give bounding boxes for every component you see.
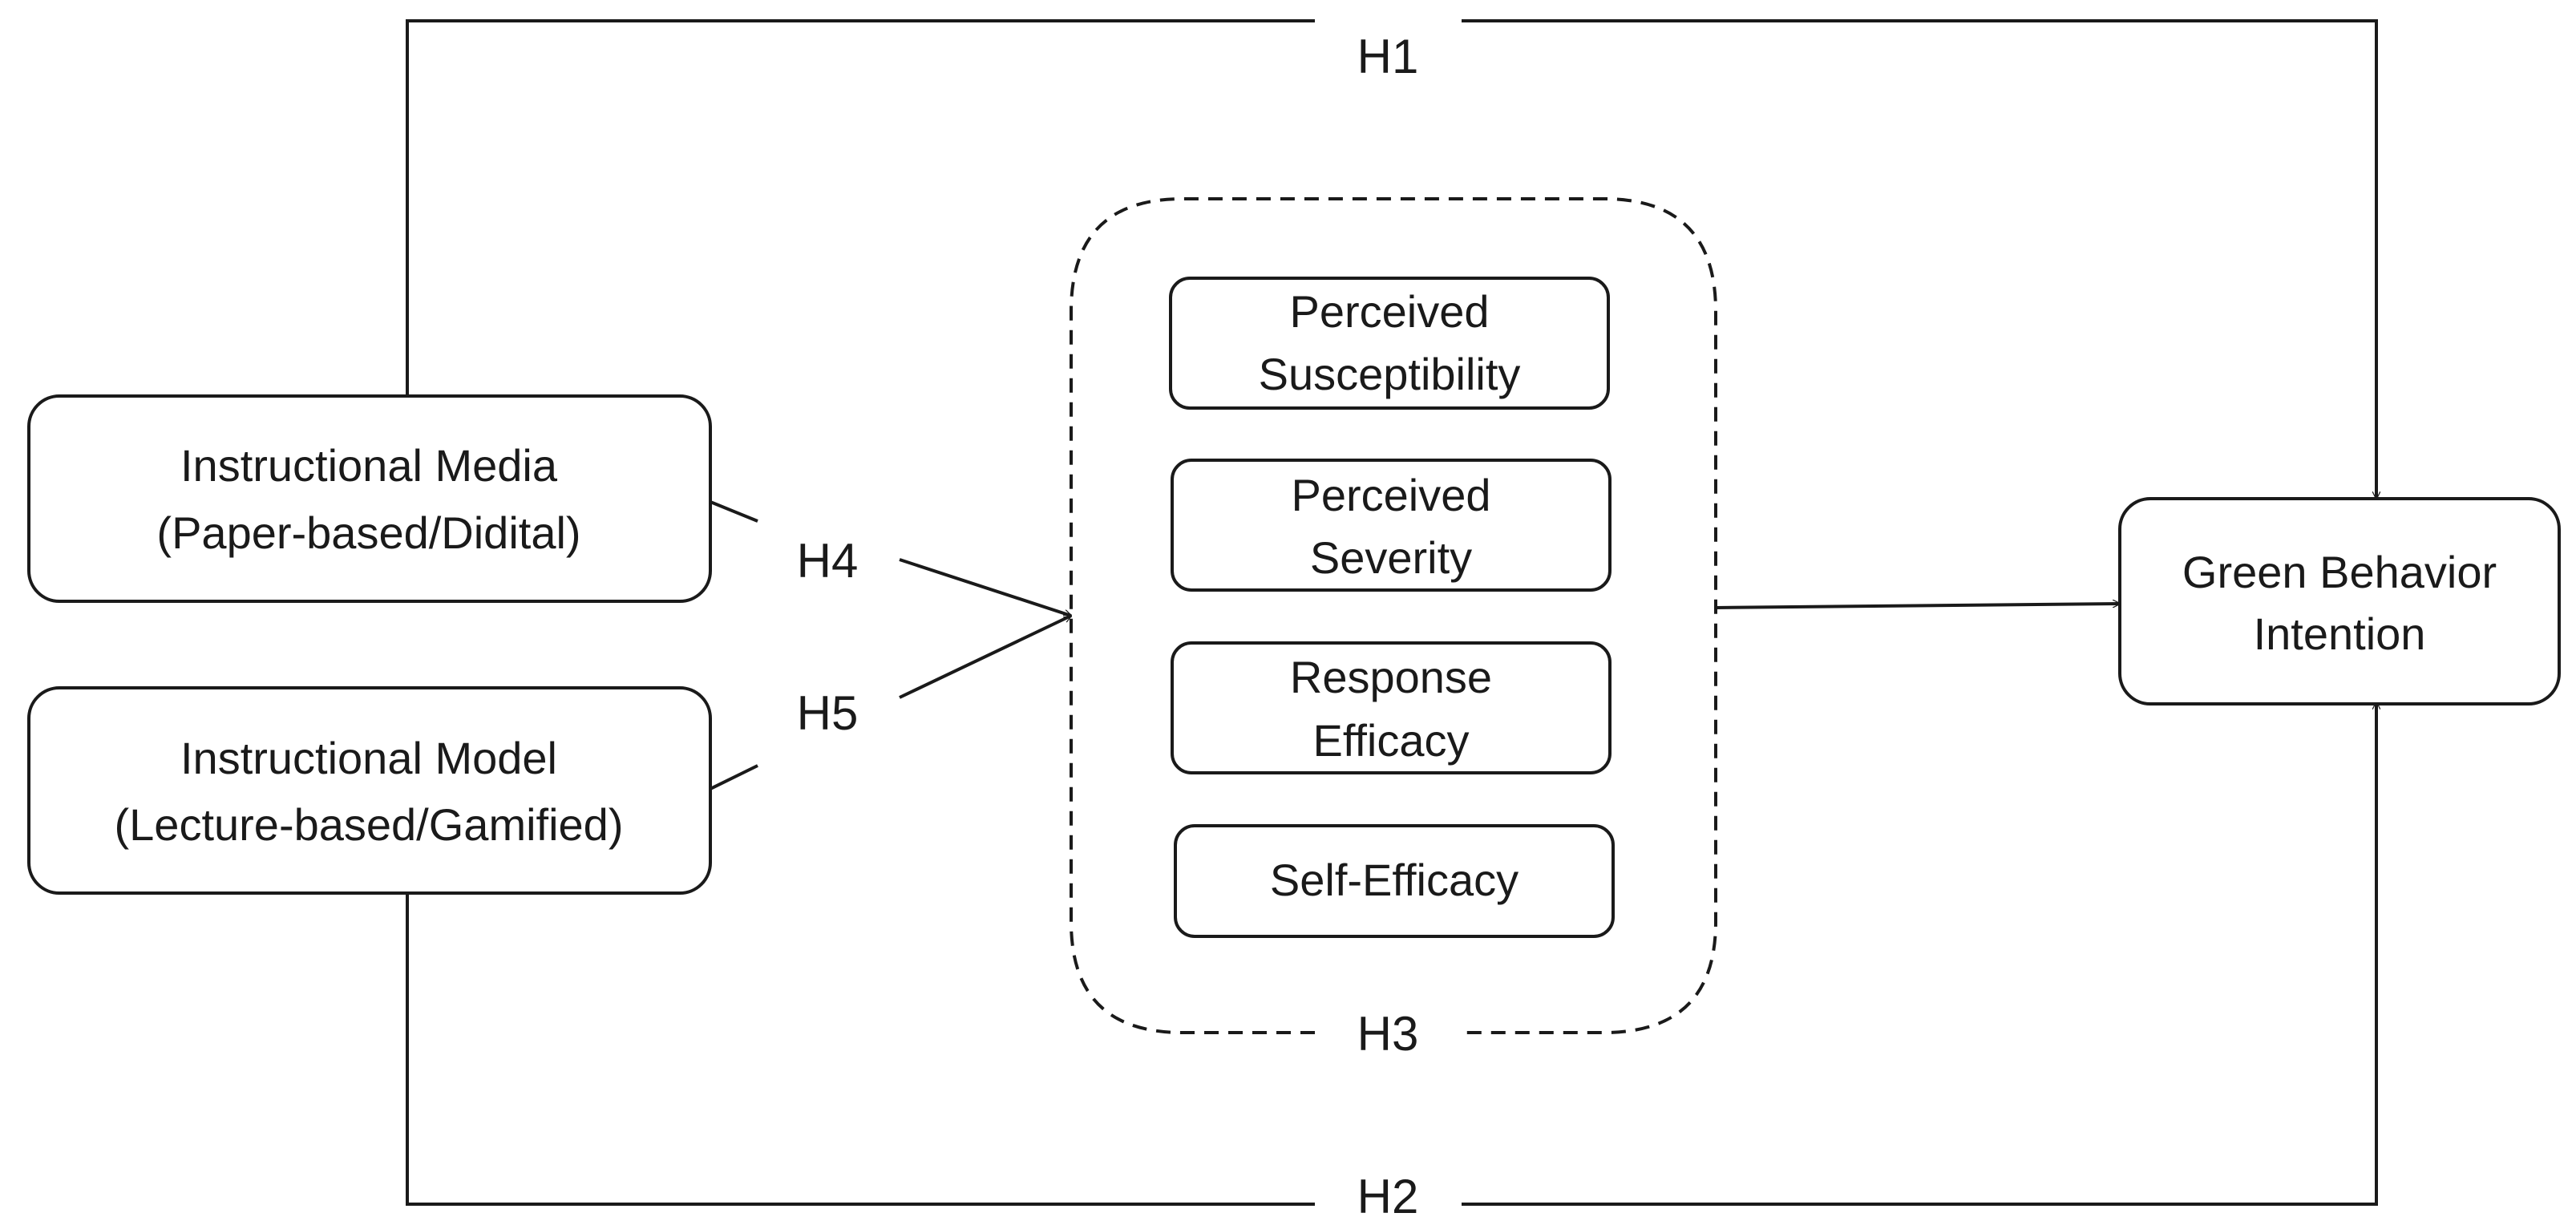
perceived-susceptibility-line1: Perceived — [1289, 286, 1489, 337]
instructional-media-subtitle: (Paper-based/Didital) — [156, 507, 580, 558]
h1-path-right — [1462, 19, 2376, 499]
perceived-severity-line2: Severity — [1310, 532, 1472, 583]
instructional-model-node: Instructional Model (Lecture-based/Gamif… — [27, 686, 712, 895]
h2-path-left — [406, 892, 1315, 1206]
perceived-severity-node: Perceived Severity — [1171, 459, 1612, 592]
h1-label: H1 — [1357, 30, 1419, 83]
green-behavior-intention-line2: Intention — [2254, 608, 2426, 659]
h3-label: H3 — [1357, 1007, 1419, 1061]
h2-label: H2 — [1357, 1170, 1419, 1223]
h4-connector-left — [710, 500, 758, 523]
response-efficacy-node: Response Efficacy — [1171, 641, 1612, 774]
instructional-model-title: Instructional Model — [180, 733, 557, 783]
self-efficacy-label: Self-Efficacy — [1270, 855, 1519, 905]
perceived-severity-line1: Perceived — [1291, 470, 1490, 520]
h1-path-left — [406, 19, 1315, 394]
h4-arrow — [899, 558, 1071, 616]
green-behavior-intention-node: Green Behavior Intention — [2118, 497, 2561, 705]
h2-path-right — [1462, 702, 2376, 1206]
h4-label: H4 — [797, 534, 859, 588]
h3-arrow — [1715, 604, 2120, 609]
h5-arrow — [899, 614, 1071, 699]
h5-label: H5 — [797, 686, 859, 740]
self-efficacy-node: Self-Efficacy — [1174, 824, 1615, 938]
response-efficacy-line2: Efficacy — [1312, 715, 1469, 766]
green-behavior-intention-line1: Green Behavior — [2182, 547, 2497, 597]
mediator-group-border-left — [1070, 197, 1717, 1034]
h5-connector-left — [710, 764, 758, 790]
instructional-media-title: Instructional Media — [180, 440, 558, 491]
instructional-model-subtitle: (Lecture-based/Gamified) — [115, 799, 624, 850]
instructional-media-node: Instructional Media (Paper-based/Didital… — [27, 394, 712, 603]
perceived-susceptibility-line2: Susceptibility — [1259, 349, 1521, 399]
response-efficacy-line1: Response — [1290, 652, 1492, 702]
perceived-susceptibility-node: Perceived Susceptibility — [1169, 277, 1610, 410]
